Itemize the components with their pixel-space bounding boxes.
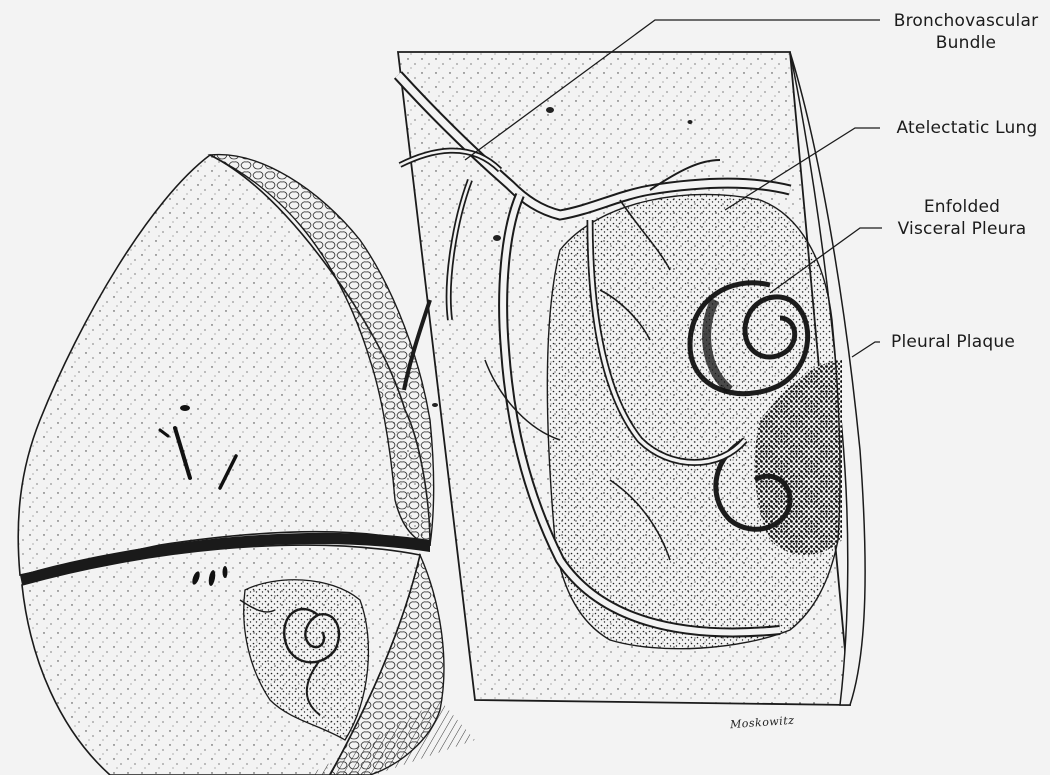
label-pleural-plaque-text: Pleural Plaque xyxy=(878,331,1028,353)
label-bronchovascular-bundle: Bronchovascular Bundle xyxy=(882,10,1050,54)
label-enfolded-line1: Enfolded xyxy=(882,196,1042,218)
leader-pleural-plaque xyxy=(852,342,880,357)
label-pleural-plaque: Pleural Plaque xyxy=(878,331,1028,353)
enlarged-lung-block xyxy=(398,52,865,705)
label-atelectatic-text: Atelectatic Lung xyxy=(884,117,1050,139)
label-bronchovascular-line1: Bronchovascular xyxy=(882,10,1050,32)
label-atelectatic-lung: Atelectatic Lung xyxy=(884,117,1050,139)
label-enfolded-visceral-pleura: Enfolded Visceral Pleura xyxy=(882,196,1042,240)
lung-lobe-cross-section xyxy=(18,155,475,775)
label-enfolded-line2: Visceral Pleura xyxy=(882,218,1042,240)
label-bronchovascular-line2: Bundle xyxy=(882,32,1050,54)
